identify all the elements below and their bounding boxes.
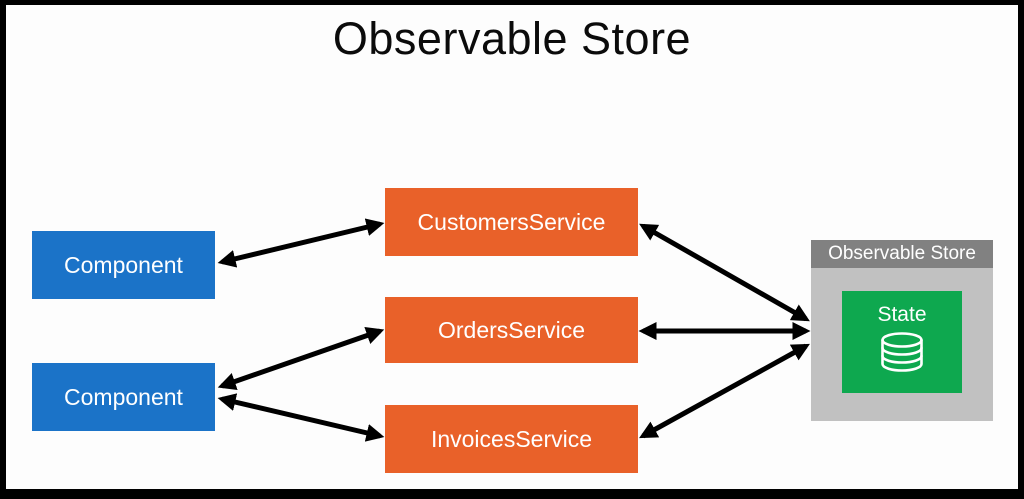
state-label: State [877, 303, 927, 326]
customers-service-box: CustomersService [385, 188, 638, 256]
arrow-customersservice-store [639, 223, 810, 322]
arrow-component-top-customersservice [217, 218, 385, 268]
orders-service-box: OrdersService [385, 297, 638, 363]
observable-store-header: Observable Store [811, 240, 993, 268]
orders-service-label: OrdersService [438, 316, 585, 343]
component-bottom-label: Component [64, 383, 183, 410]
observable-store-header-label: Observable Store [828, 243, 976, 264]
component-top-box: Component [32, 231, 215, 299]
page-title: Observable Store [332, 13, 692, 64]
invoices-service-label: InvoicesService [430, 425, 593, 452]
component-bottom-box: Component [32, 363, 215, 431]
component-top-label: Component [64, 251, 183, 278]
customers-service-label: CustomersService [417, 208, 606, 235]
state-box: State [842, 291, 962, 393]
invoices-service-box: InvoicesService [385, 405, 638, 473]
database-icon [881, 332, 923, 373]
arrow-component-bottom-ordersservice [217, 326, 385, 391]
arrow-invoicesservice-store [639, 343, 810, 439]
arrow-component-bottom-invoicesservice [217, 393, 385, 442]
observable-store-container: Observable Store State [811, 240, 993, 421]
